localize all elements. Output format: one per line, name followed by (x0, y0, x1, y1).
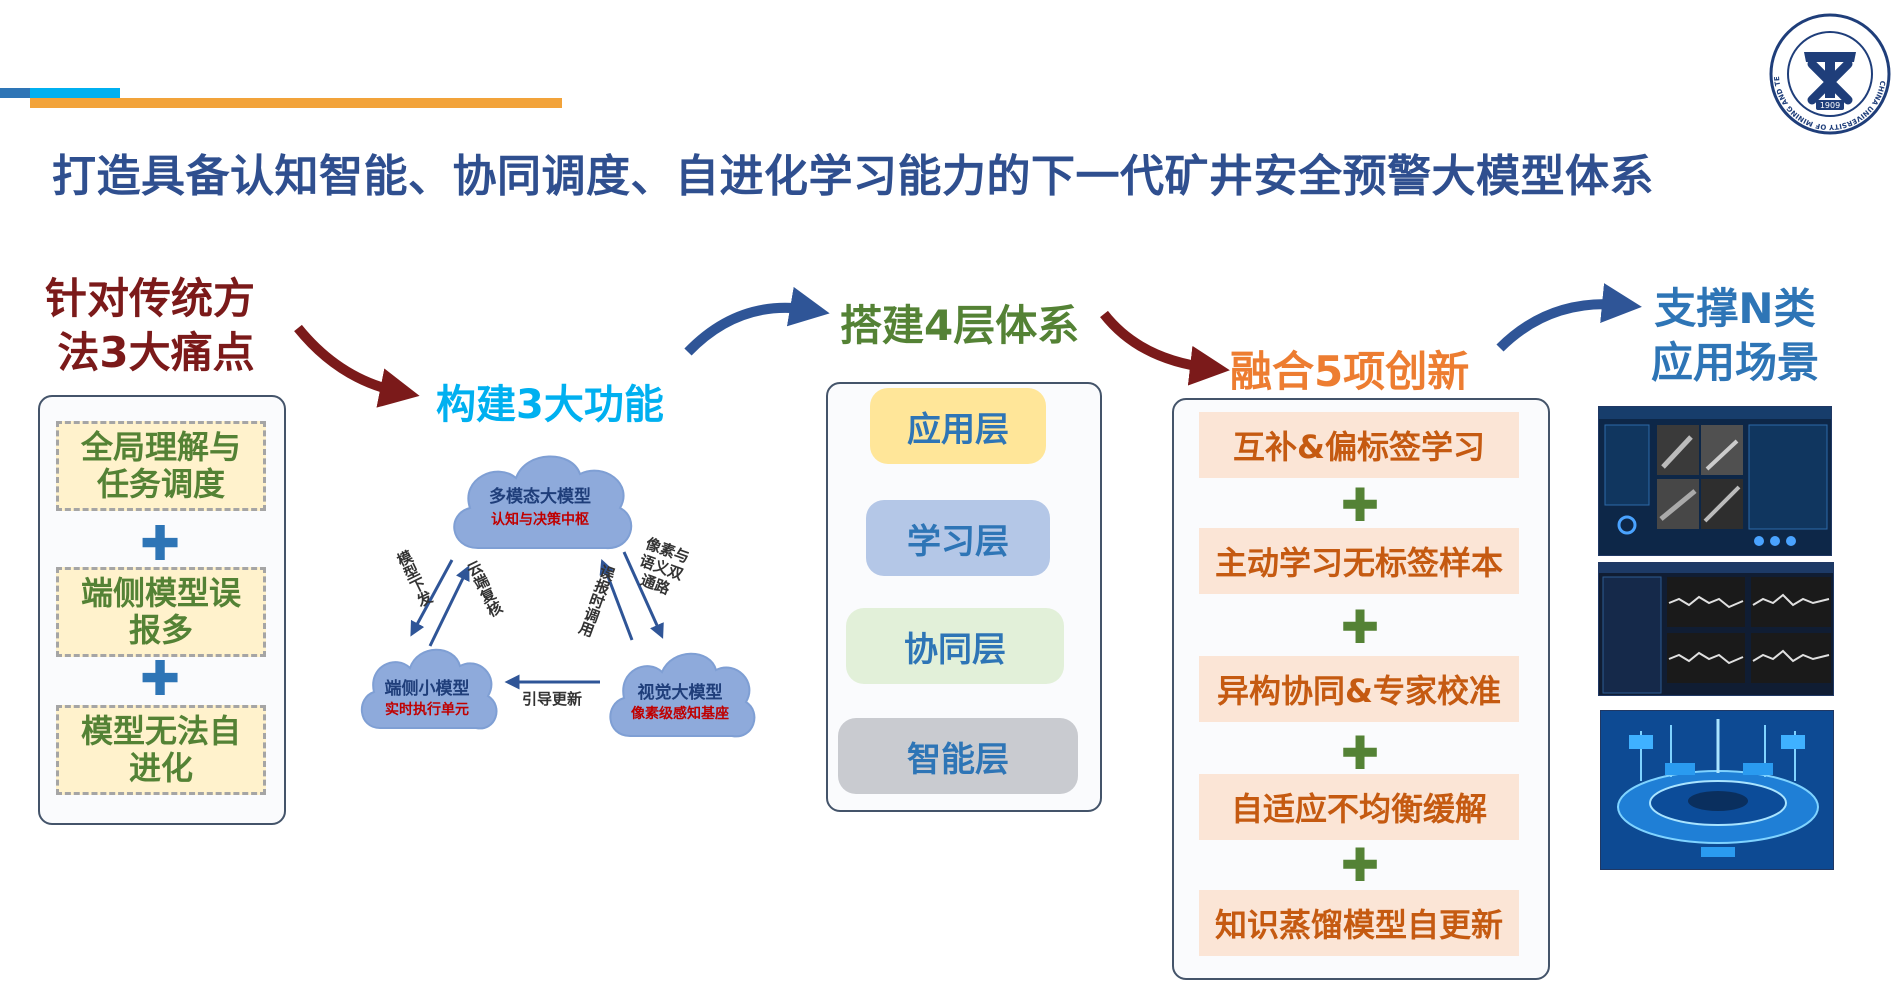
cloud-right-sub: 像素级感知基座 (631, 705, 729, 722)
innovation-label: 异构协同&专家校准 (1217, 672, 1501, 710)
layers-heading: 搭建4层体系 (840, 301, 1080, 350)
edge-label-bottom: 引导更新 (522, 690, 583, 708)
plus-icon: ✚ (1340, 838, 1380, 892)
layer-collaboration: 协同层 (846, 608, 1064, 684)
pain-heading: 针对传统方 法3大痛点 (40, 272, 260, 380)
pain-item-label: 全局理解与任务调度 (80, 428, 241, 503)
arrow-layers-to-innovations (1100, 310, 1230, 386)
logo-year: 1909 (1820, 101, 1840, 110)
pain-item-label: 模型无法自进化 (80, 712, 241, 787)
header-bar-blue (0, 88, 30, 98)
pain-item: 模型无法自进化 (56, 705, 266, 795)
innovation-label: 互补&偏标签学习 (1233, 428, 1485, 466)
innovation-item: 知识蒸馏模型自更新 (1199, 890, 1519, 956)
arrow-pain-to-functions (294, 324, 420, 408)
edge-top-to-right (622, 551, 664, 639)
plus-icon: ✚ (140, 516, 181, 572)
pain-item: 端侧模型误报多 (56, 567, 266, 657)
cloud-left: 端侧小模型 实时执行单元 (360, 648, 498, 730)
page-title: 打造具备认知智能、协同调度、自进化学习能力的下一代矿井安全预警大模型体系 (52, 151, 1654, 202)
app-screenshot-monitoring-graphic (1599, 407, 1831, 546)
cloud-top: 多模态大模型 认知与决策中枢 (453, 455, 633, 550)
layer-learning: 学习层 (866, 500, 1050, 576)
header-bar-orange (30, 98, 562, 108)
innovation-item: 自适应不均衡缓解 (1199, 774, 1519, 840)
app-screenshot-platform-graphic (1601, 711, 1833, 869)
pain-heading-line2: 法3大痛点 (57, 328, 255, 377)
innovation-label: 自适应不均衡缓解 (1230, 790, 1487, 828)
plus-icon: ✚ (1340, 726, 1380, 780)
edge-right-to-top (599, 558, 634, 641)
functions-heading: 构建3大功能 (436, 382, 664, 428)
app-screenshot-platform (1600, 710, 1834, 870)
arrow-functions-to-layers (684, 286, 830, 356)
plus-icon: ✚ (140, 651, 181, 707)
innovations-heading: 融合5项创新 (1230, 347, 1470, 396)
app-screenshot-dashboard (1598, 562, 1834, 696)
innovation-item: 互补&偏标签学习 (1199, 412, 1519, 478)
apps-heading-line1: 支撑N类 (1654, 284, 1816, 333)
app-screenshot-dashboard-graphic (1599, 563, 1833, 694)
pain-heading-line1: 针对传统方 (44, 274, 255, 323)
plus-icon: ✚ (1340, 478, 1380, 532)
innovation-item: 主动学习无标签样本 (1199, 528, 1519, 594)
cloud-left-sub: 实时执行单元 (385, 701, 469, 718)
layer-application: 应用层 (870, 388, 1046, 464)
cloud-left-title: 端侧小模型 (385, 678, 470, 699)
cloud-top-title: 多模态大模型 (489, 486, 591, 507)
cloud-top-sub: 认知与决策中枢 (491, 511, 589, 528)
apps-heading: 支撑N类 应用场景 (1640, 282, 1830, 390)
cloud-right-title: 视觉大模型 (638, 682, 723, 703)
innovation-item: 异构协同&专家校准 (1199, 656, 1519, 722)
plus-icon: ✚ (1340, 600, 1380, 654)
cloud-right: 视觉大模型 像素级感知基座 (609, 652, 756, 738)
app-screenshot-monitoring (1598, 406, 1832, 556)
university-logo: 1909 CHINA UNIVERSITY OF MINING AND TECH… (1768, 12, 1891, 135)
edge-top-to-left (410, 559, 454, 637)
innovation-label: 主动学习无标签样本 (1214, 544, 1503, 582)
pain-item-label: 端侧模型误报多 (80, 574, 241, 649)
arrow-innovations-to-apps (1496, 283, 1642, 352)
header-bar-cyan (30, 88, 120, 98)
pain-item: 全局理解与任务调度 (56, 421, 266, 511)
layer-intelligence: 智能层 (838, 718, 1078, 794)
apps-heading-line2: 应用场景 (1650, 338, 1819, 387)
edge-left-to-top (428, 565, 470, 647)
innovation-label: 知识蒸馏模型自更新 (1214, 906, 1503, 944)
